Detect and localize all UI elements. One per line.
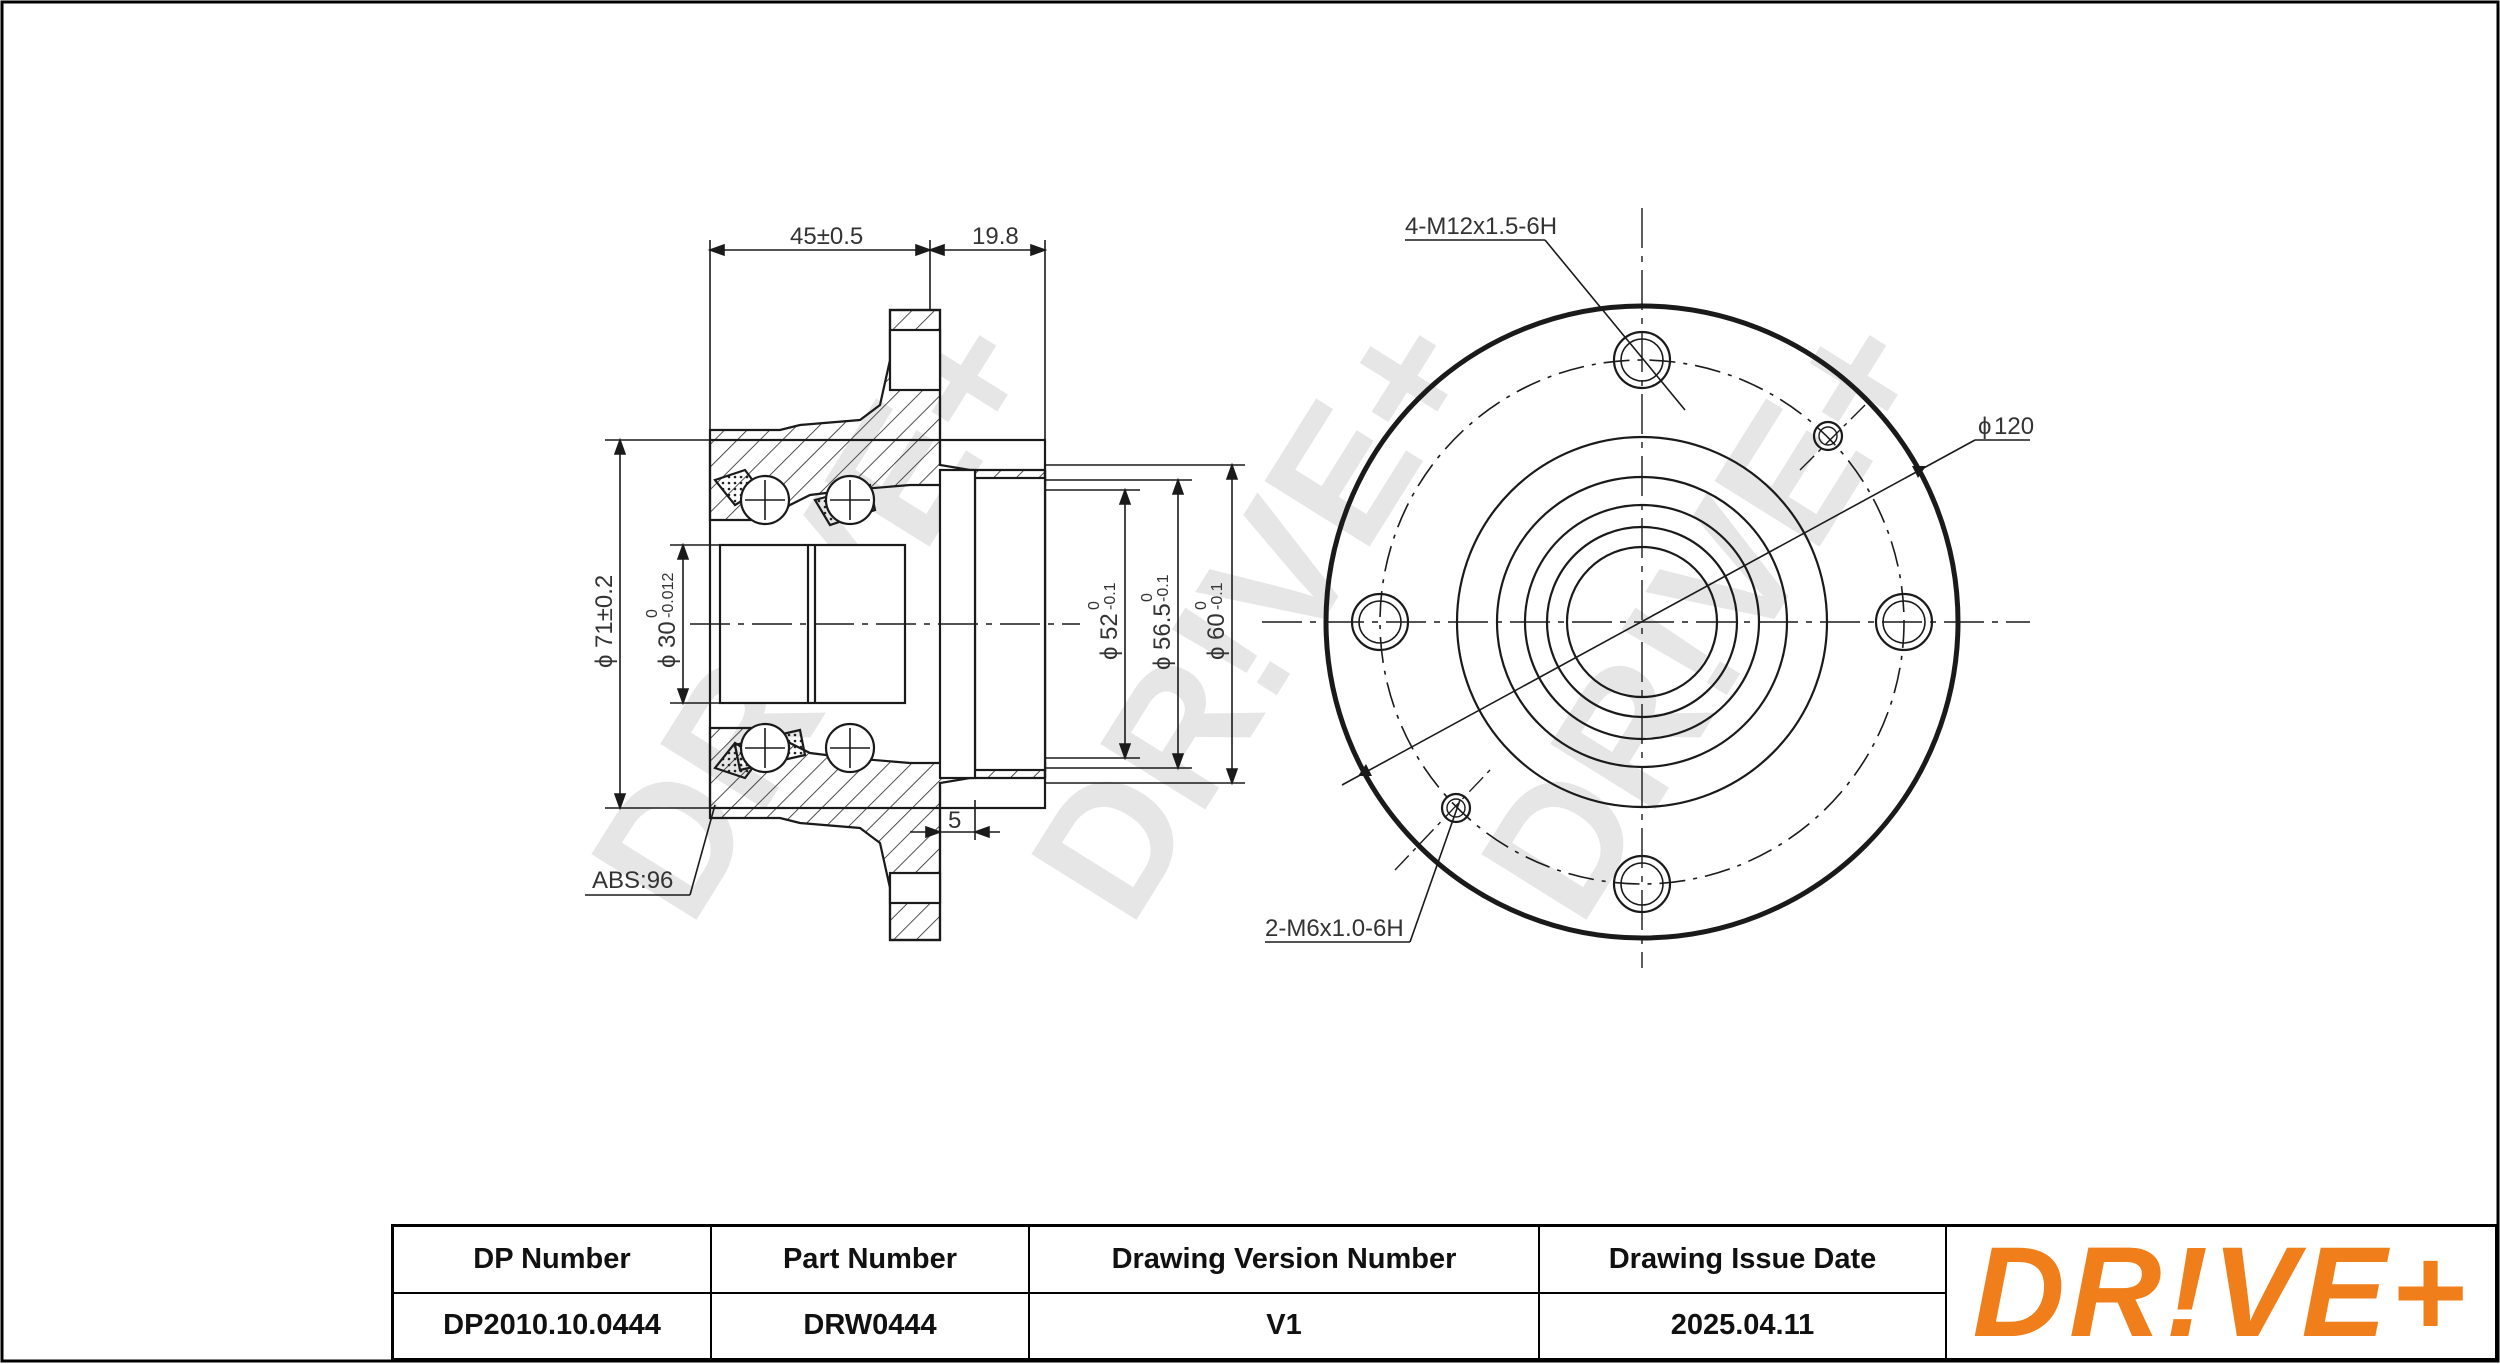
small-hole-axis xyxy=(1394,769,1491,871)
dim-pilot-60: 60 xyxy=(1203,613,1230,640)
watermark-text-right: DR!VE+ xyxy=(1443,280,1966,951)
dia-symbol: ϕ xyxy=(591,655,618,668)
version-value: V1 xyxy=(1266,1309,1302,1342)
dim-width: 45±0.5 xyxy=(790,223,863,250)
dim-flange-offset: 19.8 xyxy=(972,223,1019,250)
part-number-label: Part Number xyxy=(712,1227,1028,1294)
dim-pilot-60-tol-upper: 0 xyxy=(1193,601,1210,610)
dp-number-value: DP2010.10.0444 xyxy=(443,1309,661,1342)
small-hole-upper-right xyxy=(1812,420,1844,452)
dim-small-step: 5 xyxy=(948,807,961,834)
dp-number-label: DP Number xyxy=(394,1227,710,1294)
dim-pilot-56-tol-upper: 0 xyxy=(1139,593,1156,602)
flange-bolt-slot-bottom xyxy=(888,871,942,905)
dim-pilot-52-tol-lower: -0.1 xyxy=(1102,582,1119,610)
dim-pilot-52: 52 xyxy=(1096,613,1123,640)
pitch-circle-callout: 120 xyxy=(1994,413,2034,440)
dia-symbol: ϕ xyxy=(1096,647,1123,660)
version-column: Drawing Version Number V1 xyxy=(1030,1227,1540,1358)
dp-number-column: DP Number DP2010.10.0444 xyxy=(394,1227,712,1358)
version-label: Drawing Version Number xyxy=(1030,1227,1538,1294)
title-block: DP Number DP2010.10.0444 Part Number DRW… xyxy=(391,1224,2498,1361)
brand-logo-text: DR!VE+ xyxy=(1972,1220,2470,1364)
dim-pilot-56-tol-lower: -0.1 xyxy=(1155,574,1172,602)
bolt-hole-callout: 4-M12x1.5-6H xyxy=(1405,213,1557,240)
abs-label: ABS:96 xyxy=(592,867,673,894)
flange-bolt-slot-top xyxy=(888,328,942,392)
small-hole-callout: 2-M6x1.0-6H xyxy=(1265,915,1404,942)
dia-symbol: ϕ xyxy=(1149,657,1176,670)
issue-date-label: Drawing Issue Date xyxy=(1540,1227,1945,1294)
dim-bore-tol-upper: 0 xyxy=(644,609,661,618)
small-hole-axis-2 xyxy=(1799,399,1871,471)
dia-symbol: ϕ xyxy=(654,655,681,668)
flange-bottom-outline xyxy=(888,783,942,942)
dim-pilot-52-tol-upper: 0 xyxy=(1086,601,1103,610)
front-view xyxy=(1262,208,2030,968)
small-hole-lower-left-inner xyxy=(1446,798,1466,818)
brand-logo: DR!VE+ xyxy=(1947,1227,2495,1358)
part-number-value: DRW0444 xyxy=(803,1309,937,1342)
section-view xyxy=(690,308,1080,942)
dim-outer-dia: 71±0.2 xyxy=(591,575,618,648)
dim-pilot-60-tol-lower: -0.1 xyxy=(1209,582,1226,610)
issue-date-column: Drawing Issue Date 2025.04.11 xyxy=(1540,1227,1947,1358)
pitch-circle-dia-symbol: ϕ xyxy=(1978,413,1991,440)
section-dimensions xyxy=(585,240,1245,896)
dim-bore-tol-lower: -0.012 xyxy=(660,573,677,618)
bolt-leader xyxy=(1544,239,1686,411)
small-hole-leader xyxy=(1409,799,1461,943)
pitch-diameter-line xyxy=(1341,439,1976,786)
part-number-column: Part Number DRW0444 xyxy=(712,1227,1030,1358)
small-hole-lower-left xyxy=(1440,792,1472,824)
dim-pilot-56: 56.5 xyxy=(1149,603,1176,650)
dim-bore-dia: 30 xyxy=(654,621,681,648)
small-hole-upper-right-inner xyxy=(1818,426,1838,446)
dia-symbol: ϕ xyxy=(1203,647,1230,660)
hub-section-hatch-top xyxy=(708,308,1047,522)
issue-date-value: 2025.04.11 xyxy=(1670,1309,1815,1342)
